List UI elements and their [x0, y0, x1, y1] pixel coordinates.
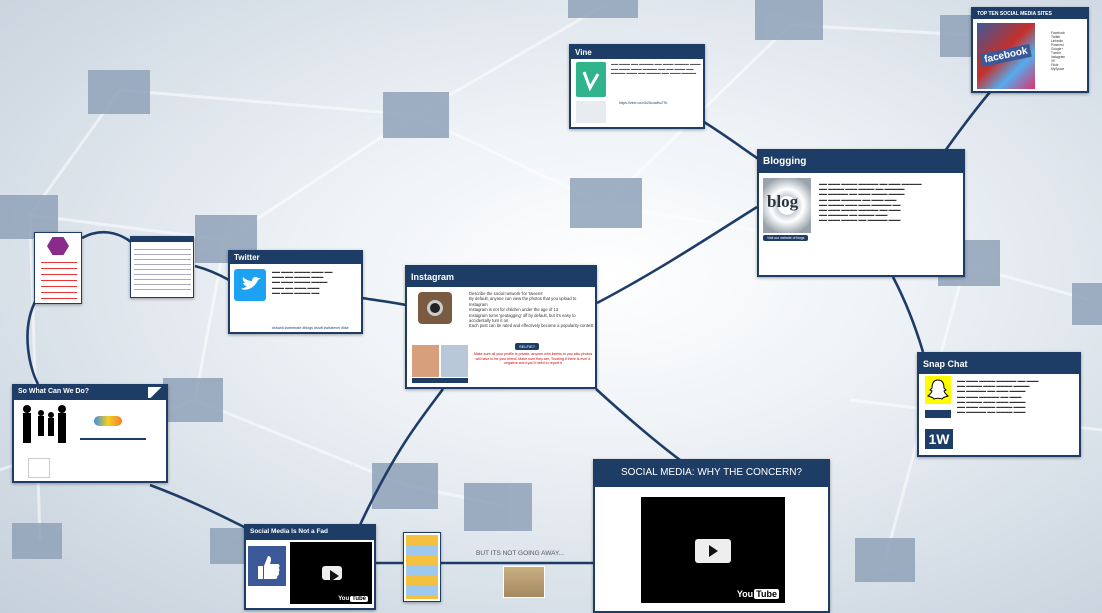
- why-concern-title: SOCIAL MEDIA: WHY THE CONCERN?: [621, 467, 802, 478]
- corner-logo: [148, 387, 164, 398]
- instagram-camera-icon: [418, 292, 452, 324]
- path-connectors: [26, 91, 991, 565]
- top-ten-title: TOP TEN SOCIAL MEDIA SITES: [977, 11, 1052, 17]
- snapchat-frame[interactable]: Snap Chat 1W ▬▬ ▬▬▬ ▬▬▬▬ ▬▬▬▬▬ ▬▬ ▬▬▬▬▬ …: [917, 352, 1081, 457]
- what-can-we-do-title: So What Can We Do?: [18, 388, 90, 395]
- snapchat-header: Snap Chat: [919, 354, 1079, 374]
- hexagon-icon: [47, 237, 69, 255]
- vine-title: Vine: [575, 48, 592, 57]
- concern-play-icon[interactable]: [695, 539, 731, 563]
- family-silhouette-icon: [23, 405, 66, 443]
- vine-description: ▬▬ ▬▬▬ ▬▬ ▬▬▬▬ ▬▬ ▬▬▬ ▬▬▬▬ ▬▬▬ ▬▬ ▬▬▬ ▬▬…: [611, 62, 701, 76]
- snapchat-title: Snap Chat: [923, 359, 968, 369]
- blogging-bullets: ▬▬ ▬▬▬ ▬▬▬▬ ▬▬▬▬▬ ▬▬ ▬▬▬ ▬▬▬▬▬▬▬ ▬▬▬▬ ▬▬…: [819, 181, 922, 223]
- vine-frame-header: Vine: [571, 46, 703, 59]
- top-ten-frame[interactable]: TOP TEN SOCIAL MEDIA SITES facebook Face…: [971, 7, 1089, 93]
- twitter-title: Twitter: [234, 253, 260, 262]
- twitter-hashtags: #shanti #celebrate #blogs #stuff #whatev…: [272, 326, 349, 330]
- stats-poster-frame[interactable]: [34, 232, 82, 304]
- blogging-title: Blogging: [763, 156, 807, 167]
- twitter-bullets: ▬▬ ▬▬▬ ▬▬▬▬ ▬▬▬ ▬▬▬▬▬ ▬▬ ▬▬▬▬ ▬▬▬▬▬ ▬▬▬ …: [272, 269, 333, 295]
- snapchat-ghost-icon: [925, 376, 951, 404]
- selfie-photos: [412, 345, 468, 377]
- vine-url[interactable]: https://vine.co/v/b25c4aHc2Tb: [619, 101, 668, 105]
- dinosaur-image: [503, 566, 545, 598]
- not-a-fad-title: Social Media Is Not a Fad: [250, 528, 329, 535]
- blogging-header: Blogging: [759, 151, 963, 173]
- twitter-bird-icon: [234, 269, 266, 301]
- fad-play-icon[interactable]: [322, 566, 342, 582]
- why-concern-header: SOCIAL MEDIA: WHY THE CONCERN?: [595, 461, 828, 487]
- facebook-like-icon: [248, 546, 286, 586]
- stats-list: [41, 259, 77, 299]
- top-ten-header: TOP TEN SOCIAL MEDIA SITES: [973, 9, 1087, 19]
- blogging-cta-link[interactable]: Visit our website of blogs: [763, 235, 809, 241]
- blog-wordcloud-image: blog: [763, 178, 811, 233]
- blogging-frame[interactable]: Blogging blog Visit our website of blogs…: [757, 149, 965, 277]
- what-can-we-do-header: So What Can We Do?: [14, 386, 166, 400]
- cartoon-strip-image: [406, 535, 438, 599]
- instagram-title: Instagram: [411, 272, 455, 282]
- snapchat-bullets: ▬▬ ▬▬▬ ▬▬▬▬ ▬▬▬▬▬ ▬▬ ▬▬▬▬▬ ▬▬▬▬ ▬▬▬ ▬▬▬▬…: [957, 378, 1039, 415]
- instagram-frame[interactable]: Instagram Describe the social network 'f…: [405, 265, 597, 389]
- twitter-frame[interactable]: Twitter ▬▬ ▬▬▬ ▬▬▬▬ ▬▬▬ ▬▬▬▬▬ ▬▬ ▬▬▬▬ ▬▬…: [228, 250, 363, 334]
- selfie-button[interactable]: SELFIE?: [515, 343, 540, 350]
- what-can-we-do-frame[interactable]: So What Can We Do?: [12, 384, 168, 483]
- process-diagram: [94, 416, 122, 426]
- twitter-header: Twitter: [230, 252, 361, 264]
- instagram-header: Instagram: [407, 267, 595, 287]
- facebook-logo-text: facebook: [980, 43, 1032, 68]
- vine-caption-box: [576, 101, 606, 123]
- snapchat-logo: 1W: [925, 429, 953, 449]
- table-doc-frame[interactable]: [130, 236, 194, 298]
- social-logos-image: facebook: [977, 23, 1035, 89]
- not-a-fad-header: Social Media Is Not a Fad: [246, 526, 374, 540]
- instagram-bullets: Describe the social network 'for 'tweens…: [469, 291, 594, 329]
- not-going-away-caption: BUT ITS NOT GOING AWAY...: [476, 550, 564, 557]
- vine-frame[interactable]: Vine ▬▬ ▬▬▬ ▬▬ ▬▬▬▬ ▬▬ ▬▬▬ ▬▬▬▬ ▬▬▬ ▬▬ ▬…: [569, 44, 705, 129]
- cartoon-strip-frame[interactable]: [403, 532, 441, 602]
- instagram-warning: Make sure all your profile is private, a…: [473, 352, 593, 366]
- vine-logo-icon: [576, 62, 606, 97]
- document-table: [134, 245, 191, 293]
